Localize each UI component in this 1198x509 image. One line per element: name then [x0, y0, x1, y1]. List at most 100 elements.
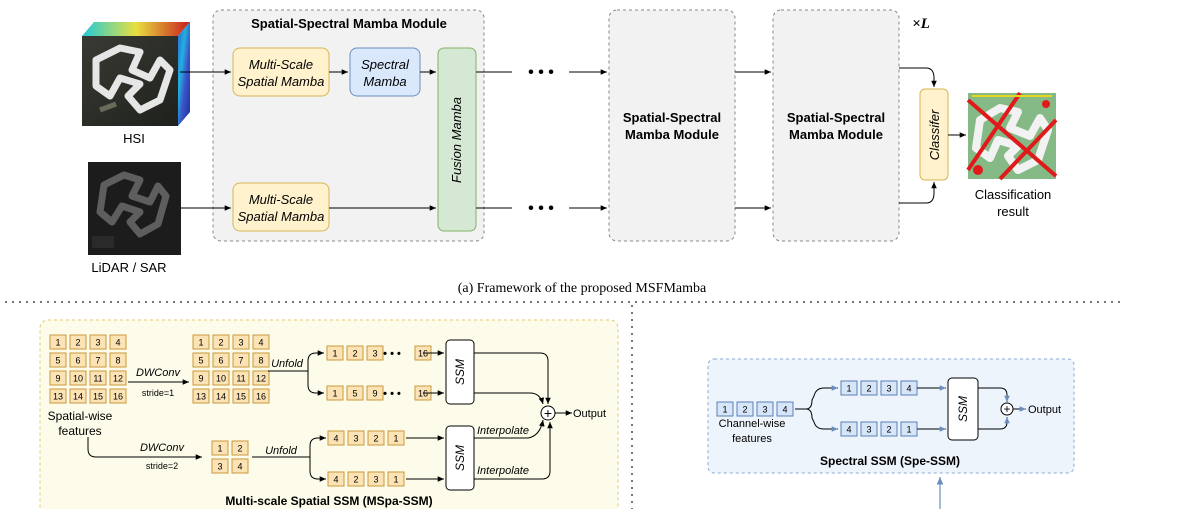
output-mspa: Output: [573, 408, 606, 420]
stride1-cell-6-label: 6: [218, 356, 223, 366]
stride1-cell-1-label: 1: [198, 338, 203, 348]
arrow-unfold1-bot: [307, 371, 324, 396]
stride1-cell-16-label: 16: [256, 392, 266, 402]
stride1-cell-8-label: 8: [258, 356, 263, 366]
seqc-cell-4-box: [327, 430, 345, 446]
input-cell-9-label: 9: [55, 374, 60, 384]
stride1-cell-3-label: 3: [238, 338, 243, 348]
arrow-classifier-top: [899, 67, 937, 87]
spe-in-cell-3-label: 3: [762, 405, 767, 415]
ssm-box-2: [445, 425, 475, 491]
unfold2-label: Unfold: [265, 445, 298, 457]
stride2-cell-2-box: [231, 440, 249, 456]
stride2-label: stride=2: [146, 461, 178, 471]
seqa-cell-3-label: 3: [372, 349, 377, 359]
stride1-cell-5-box: [192, 352, 210, 368]
input-cell-2-box: [69, 334, 87, 350]
stride1-cell-5-label: 5: [198, 356, 203, 366]
arrow-unfold1-top: [307, 350, 324, 371]
unfold1-label: Unfold: [271, 358, 304, 370]
module3-line1: Spatial-Spectral: [787, 110, 885, 125]
seqb-cell-9-label: 9: [372, 389, 377, 399]
spe-in-cell-4-label: 4: [782, 405, 787, 415]
classifier-label: Classifer: [927, 109, 942, 160]
spatial-spectral-module-3: [772, 9, 900, 242]
spe-bot-cell-4-box: [840, 421, 858, 437]
stride1-cell-9-box: [192, 370, 210, 386]
stride2-cell-4-label: 4: [237, 462, 242, 472]
stride1-cell-7-box: [232, 352, 250, 368]
input-cell-14-label: 14: [73, 392, 83, 402]
spe-bot-cell-1-label: 1: [906, 425, 911, 435]
seqc-cell-3-label: 3: [353, 434, 358, 444]
framework-caption: (a) Framework of the proposed MSFMamba: [458, 281, 707, 296]
seqd-cell-3-box: [367, 471, 385, 487]
spe-top-cell-3-box: [880, 380, 898, 396]
seqb-cell-1-box: [326, 385, 344, 401]
ssm-box-spe: [947, 377, 979, 441]
seqc-cell-2-label: 2: [373, 434, 378, 444]
input-cell-7-label: 7: [95, 356, 100, 366]
ms-spatial-bot-line1: Multi-Scale: [249, 192, 313, 207]
spe-bot-cell-4-label: 4: [846, 425, 851, 435]
stride1-cell-12-box: [252, 370, 270, 386]
seqa-cell-1-box: [326, 345, 344, 361]
arrow-ssm2-b-sum: [474, 422, 553, 480]
seqd-cell-2-box: [347, 471, 365, 487]
arrow-ssm2-a-sum: [474, 419, 545, 439]
spe-top-cell-2-label: 2: [866, 384, 871, 394]
spe-top-cell-3-label: 3: [886, 384, 891, 394]
stride1-cell-2-box: [212, 334, 230, 350]
seqa-cell-2-box: [346, 345, 364, 361]
seqb-cell-5-label: 5: [352, 389, 357, 399]
channel-features-line2: features: [732, 433, 772, 445]
seqc-cell-1-label: 1: [393, 434, 398, 444]
fusion-mamba: [437, 47, 477, 232]
spe-bot-cell-3-label: 3: [866, 425, 871, 435]
plus-mspa: +: [544, 405, 552, 421]
classification-result-image: [966, 91, 1058, 181]
input-cell-16-label: 16: [113, 392, 123, 402]
spectral-line1: Spectral: [361, 57, 410, 72]
arrow-spe-top: [795, 385, 838, 410]
stride1-label: stride=1: [142, 388, 174, 398]
spe-in-cell-2-box: [736, 401, 754, 417]
spe-ssm-label: SSM: [956, 396, 970, 422]
stride1-cell-12-label: 12: [256, 374, 266, 384]
input-cell-11-box: [89, 370, 107, 386]
input-cell-15-label: 15: [93, 392, 103, 402]
spectral-line2: Mamba: [363, 74, 406, 89]
spe-top-cell-1-label: 1: [846, 384, 851, 394]
input-cell-15-box: [89, 388, 107, 404]
stride1-cell-7-label: 7: [238, 356, 243, 366]
stride1-cell-6-box: [212, 352, 230, 368]
input-cell-2-label: 2: [75, 338, 80, 348]
mspa-title: Multi-scale Spatial SSM (MSpa-SSM): [225, 494, 432, 508]
input-cell-3-box: [89, 334, 107, 350]
dots-top: • • •: [528, 64, 554, 81]
spe-bot-cell-2-box: [880, 421, 898, 437]
input-cell-4-box: [109, 334, 127, 350]
multi-scale-spatial-mamba-bottom: [232, 182, 330, 232]
interp1-label: Interpolate: [477, 425, 529, 437]
arrow-spe-ssm-sum-bot: [978, 417, 1010, 430]
seqc-cell-1-box: [387, 430, 405, 446]
spe-in-cell-3-box: [756, 401, 774, 417]
arrow-spe-ssm-sum-top: [978, 387, 1010, 402]
input-cell-1-box: [49, 334, 67, 350]
seqa-cell-1-label: 1: [332, 349, 337, 359]
spe-top-cell-2-box: [860, 380, 878, 396]
input-cell-6-label: 6: [75, 356, 80, 366]
seqa-cell-2-label: 2: [352, 349, 357, 359]
hsi-image: [82, 22, 190, 126]
plus-spe: +: [1003, 402, 1010, 416]
input-cell-8-box: [109, 352, 127, 368]
fusion-label: Fusion Mamba: [449, 97, 464, 183]
input-cell-14-box: [69, 388, 87, 404]
